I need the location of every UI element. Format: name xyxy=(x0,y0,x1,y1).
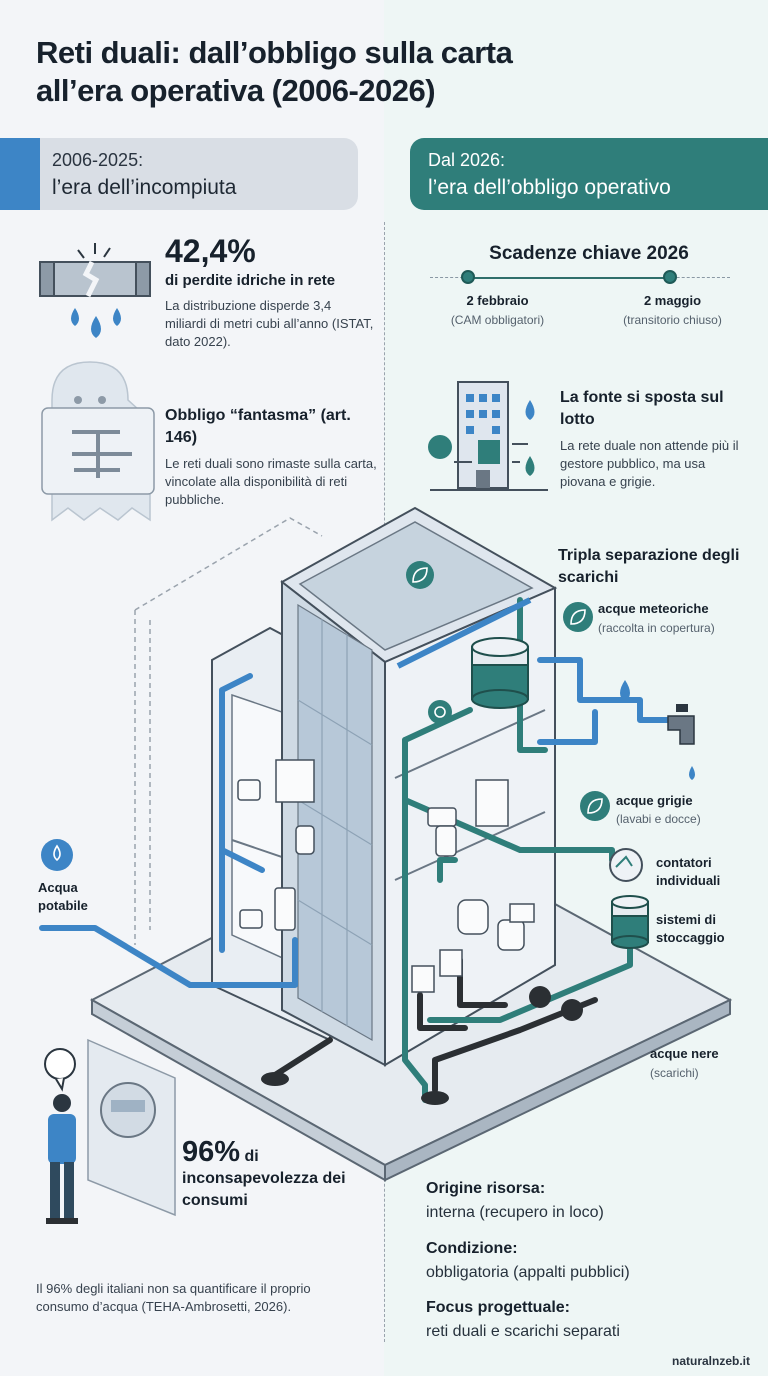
awareness-stat: 96% di inconsapevolezza dei consumi xyxy=(182,1138,382,1212)
page-title: Reti duali: dall’obbligo sulla carta all… xyxy=(36,35,513,108)
awareness-suffix: di xyxy=(244,1148,259,1165)
storage-tank xyxy=(611,895,649,949)
sanitary-fixtures xyxy=(237,759,535,993)
meteoric-label: acque meteoriche xyxy=(598,601,709,616)
right-era-name: l’era dell’obbligo operativo xyxy=(428,176,671,199)
drain-right xyxy=(421,1091,449,1105)
summary-condition-label: Condizione: xyxy=(426,1240,518,1257)
ghost-description: Le reti duali sono rimaste sulla carta, … xyxy=(165,456,377,507)
summary-condition: Condizione: obbligatoria (appalti pubbli… xyxy=(426,1240,746,1282)
summary-origin: Origine risorsa: interna (recupero in lo… xyxy=(426,1180,746,1222)
awareness-value: 96% xyxy=(182,1136,241,1168)
timeline-segment xyxy=(468,277,670,279)
awareness-label: inconsapevolezza dei consumi xyxy=(182,1170,346,1209)
black-water-note: (scarichi) xyxy=(650,1066,699,1080)
meter-gauge-icon xyxy=(609,848,643,882)
storage-label: sistemi di stoccaggio xyxy=(656,912,725,945)
grey-note: (lavabi e docce) xyxy=(616,812,701,826)
left-era-accent xyxy=(0,138,40,210)
right-era-banner: Dal 2026: l’era dell’obbligo operativo xyxy=(410,138,768,210)
black-water-badges xyxy=(529,986,583,1021)
deadline-date-2: 2 maggio xyxy=(643,293,702,308)
summary-origin-label: Origine risorsa: xyxy=(426,1180,546,1197)
source-title: La fonte si sposta sul lotto xyxy=(560,389,724,428)
deadline-note-2: (transitorio chiuso) xyxy=(623,313,722,327)
losses-label: di perdite idriche in rete xyxy=(165,272,336,289)
leaf-badge-meteoric xyxy=(563,602,593,632)
grey-label: acque grigie xyxy=(616,793,693,808)
left-era-period: 2006-2025: xyxy=(52,150,144,170)
right-era-period: Dal 2026: xyxy=(428,150,506,170)
site-credit: naturalnzeb.it xyxy=(671,1354,750,1368)
losses-description: La distribuzione disperde 3,4 miliardi d… xyxy=(165,298,374,349)
roof-gutter xyxy=(396,597,532,669)
building-source-icon xyxy=(428,381,548,491)
left-era-name: l’era dell’incompiuta xyxy=(52,176,237,199)
losses-value: 42,4% xyxy=(165,233,256,269)
person-meter-illustration xyxy=(44,1038,176,1224)
ghost-plan-icon xyxy=(41,361,155,522)
deadlines-title: Scadenze chiave 2026 xyxy=(489,243,689,264)
potable-water-pipes xyxy=(39,657,671,988)
timeline-dot-feb xyxy=(461,270,475,284)
faucet-icon xyxy=(620,680,695,780)
source-description: La rete duale non attende più il gestore… xyxy=(560,438,739,489)
rainwater-tank xyxy=(471,637,529,709)
drain-left xyxy=(261,1072,289,1086)
left-era-banner: 2006-2025: l’era dell’incompiuta xyxy=(0,138,358,210)
summary-origin-value: interna (recupero in loco) xyxy=(426,1204,604,1221)
timeline-dot-may xyxy=(663,270,677,284)
awareness-description: Il 96% degli italiani non sa quantificar… xyxy=(36,1281,311,1314)
meters-label: contatori individuali xyxy=(656,855,721,888)
summary-condition-value: obbligatoria (appalti pubblici) xyxy=(426,1264,630,1281)
recycle-badge xyxy=(428,700,452,724)
summary-focus: Focus progettuale: reti duali e scarichi… xyxy=(426,1299,746,1341)
grey-water-pipes xyxy=(402,597,633,1103)
water-drop-badge xyxy=(41,839,73,871)
deadline-note-1: (CAM obbligatori) xyxy=(450,313,545,327)
deadline-date-1: 2 febbraio xyxy=(466,293,529,308)
summary-focus-label: Focus progettuale: xyxy=(426,1299,571,1316)
broken-pipe-icon xyxy=(39,243,151,338)
leaf-badge-grey xyxy=(580,791,610,821)
summary-focus-value: reti duali e scarichi separati xyxy=(426,1323,620,1340)
black-water-pipes xyxy=(272,957,598,1093)
potable-label: Acqua potabile xyxy=(38,880,88,913)
leaf-badge-roof xyxy=(406,561,434,589)
dashed-outline xyxy=(134,517,323,945)
black-water-label: acque nere xyxy=(650,1046,719,1061)
separation-title: Tripla separazione degli scarichi xyxy=(558,547,740,586)
meteoric-note: (raccolta in copertura) xyxy=(598,621,715,635)
ghost-title: Obbligo “fantasma” (art. 146) xyxy=(165,407,351,446)
